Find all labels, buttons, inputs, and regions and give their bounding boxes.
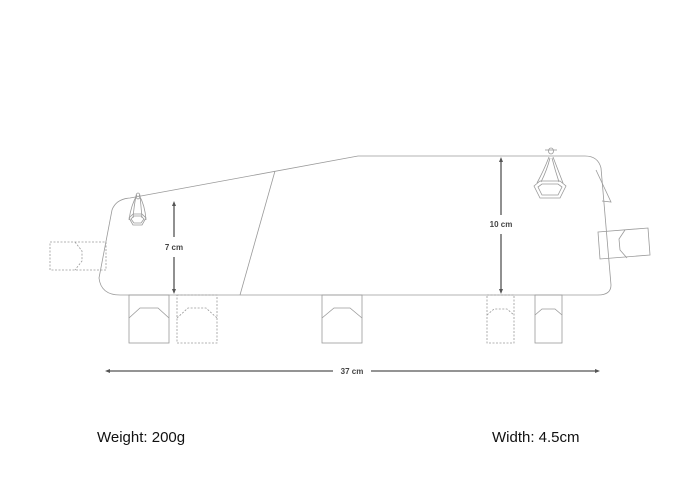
velcro-loop-4: [486, 294, 515, 344]
front-zipper-pull: [128, 192, 147, 226]
width-spec: Width: 4.5cm: [492, 429, 580, 446]
rear-flap: [595, 169, 612, 203]
panel-seam: [239, 170, 276, 296]
velcro-loop-5: [534, 294, 563, 344]
weight-spec: Weight: 200g: [97, 429, 186, 446]
rear-strap: [597, 227, 651, 260]
front-height-label: 7 cm: [165, 243, 183, 252]
length-dimension: [105, 369, 600, 373]
rear-height-label: 10 cm: [490, 220, 513, 229]
velcro-loop-2: [176, 294, 218, 344]
rear-height-dimension: [499, 157, 503, 294]
velcro-loop-3: [321, 294, 363, 344]
front-strap: [49, 241, 107, 271]
bag-body: [98, 155, 612, 296]
length-label: 37 cm: [341, 367, 364, 376]
velcro-loop-1: [128, 294, 170, 344]
rear-zipper-pull: [533, 147, 567, 199]
front-height-dimension: [172, 201, 176, 294]
